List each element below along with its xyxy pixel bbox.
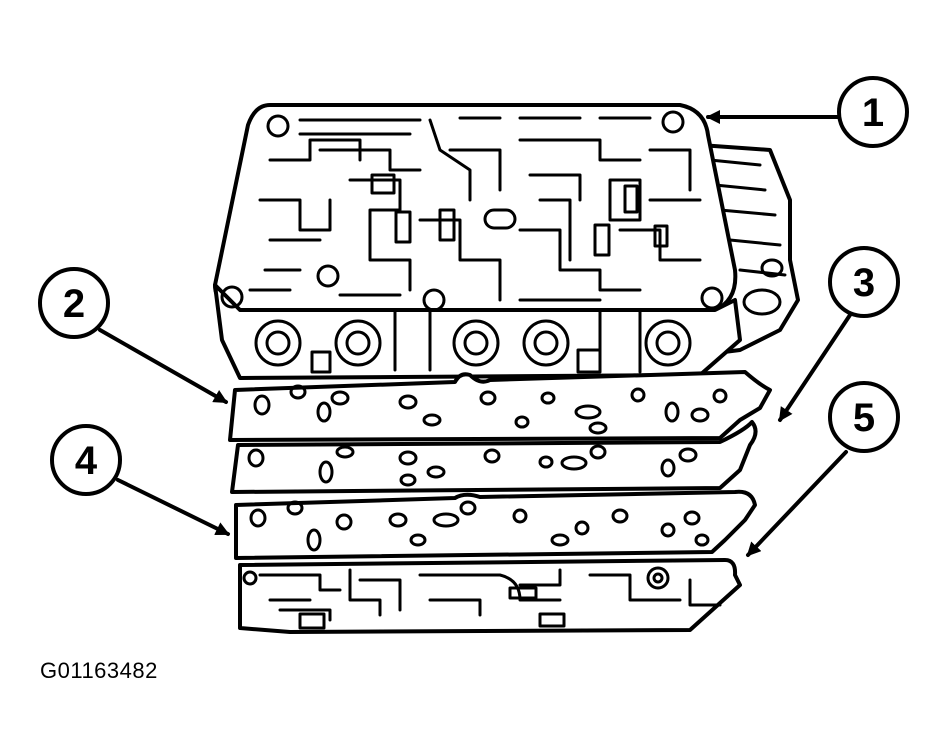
figure-id-label: G01163482 bbox=[40, 658, 158, 683]
callout-2: 2 bbox=[38, 267, 110, 339]
bore-holes bbox=[254, 308, 692, 374]
callout-label-4: 4 bbox=[75, 439, 98, 483]
callout-label-1: 1 bbox=[862, 91, 884, 135]
gasket-upper bbox=[228, 370, 772, 442]
callout-label-2: 2 bbox=[63, 282, 85, 326]
callout-label-3: 3 bbox=[853, 261, 875, 305]
callout-3: 3 bbox=[828, 246, 900, 318]
callout-label-5: 5 bbox=[853, 396, 875, 440]
upper-valve-body bbox=[213, 103, 800, 380]
lower-valve-body bbox=[238, 558, 742, 634]
gasket-lower bbox=[234, 489, 757, 560]
callout-4: 4 bbox=[50, 424, 122, 496]
leader-arrows bbox=[98, 110, 854, 557]
callout-5: 5 bbox=[828, 381, 900, 453]
passage-channels bbox=[220, 110, 724, 312]
gasket-middle bbox=[230, 420, 758, 494]
callout-1: 1 bbox=[837, 76, 909, 148]
